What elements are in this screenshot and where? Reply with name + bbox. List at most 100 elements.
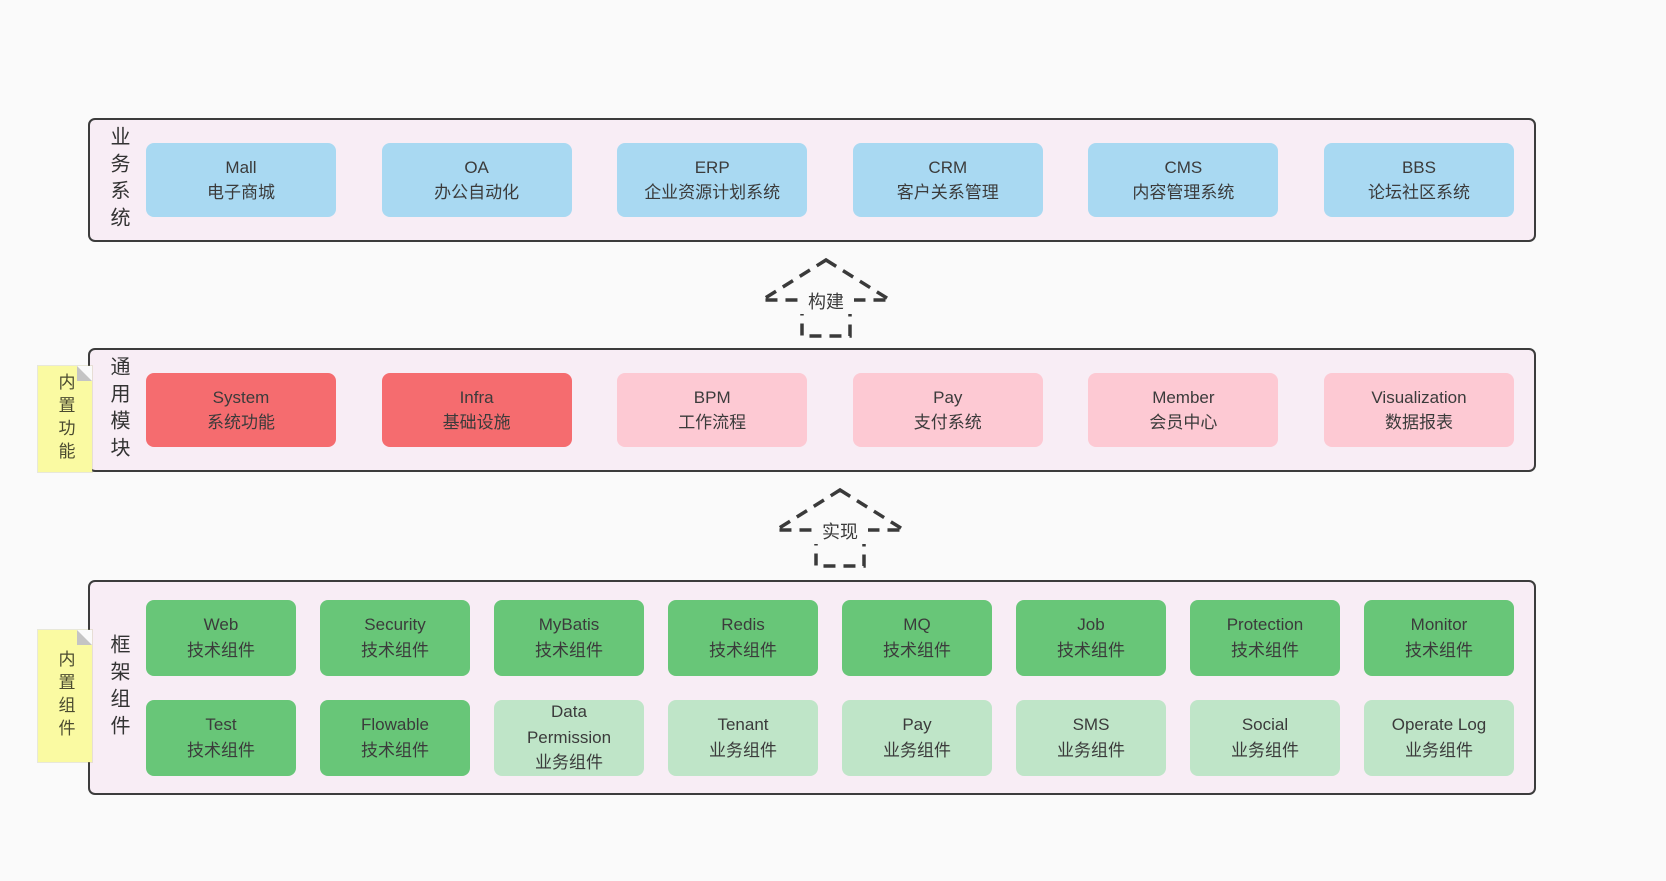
box-job: Job 技术组件: [1016, 599, 1166, 676]
box-bpm: BPM 工作流程: [617, 373, 808, 447]
box-subtitle: 论坛社区系统: [1367, 183, 1470, 202]
box-title: ERP: [694, 157, 730, 177]
box-test: Test 技术组件: [146, 699, 296, 776]
box-title: Pay: [933, 387, 963, 407]
box-subtitle: 会员中心: [1149, 413, 1218, 432]
box-title: CRM: [928, 157, 968, 177]
box-subtitle: 业务组件: [1057, 740, 1125, 760]
layer-modules-title: 通用模块: [107, 356, 129, 464]
box-subtitle: 技术组件: [535, 640, 603, 660]
box-subtitle: 业务组件: [1405, 740, 1473, 760]
box-title: Member: [1152, 387, 1215, 407]
box-subtitle: 技术组件: [1405, 640, 1473, 660]
box-sms: SMS 业务组件: [1016, 699, 1166, 776]
box-title: Protection: [1226, 615, 1304, 634]
box-subtitle: 内容管理系统: [1132, 183, 1235, 202]
build-arrow-icon: 构建: [756, 257, 896, 338]
box-title: Redis: [721, 615, 765, 634]
layer-components-boxes: Web 技术组件 Security 技术组件 MyBatis 技术组件 Redi…: [146, 582, 1534, 793]
box-visualization: Visualization 数据报表: [1323, 373, 1514, 447]
box-subtitle: 业务组件: [709, 740, 777, 760]
box-pay: Pay 支付系统: [852, 373, 1043, 447]
box-subtitle: 技术组件: [1057, 640, 1125, 660]
note-text: 内置功能: [55, 373, 75, 465]
box-title: Social: [1241, 715, 1289, 734]
box-oa: OA 办公自动化: [381, 143, 572, 217]
box-mybatis: MyBatis 技术组件: [494, 599, 644, 676]
box-title: Test: [205, 715, 237, 734]
box-subtitle: 技术组件: [187, 640, 255, 660]
box-subtitle: 基础设施: [442, 413, 511, 432]
box-subtitle: 技术组件: [709, 640, 777, 660]
layer-modules-boxes: System 系统功能 Infra 基础设施 BPM 工作流程 Pay 支付系统…: [146, 350, 1534, 470]
box-subtitle: 工作流程: [678, 413, 747, 432]
box-title: Web: [203, 615, 239, 634]
box-mq: MQ 技术组件: [842, 599, 992, 676]
box-title: BPM: [693, 387, 731, 407]
layer-modules-label-column: 通用模块: [90, 350, 146, 470]
layer-business-systems: 业务系统 Mall 电子商城 OA 办公自动化 ERP 企业资源计划系统 CRM…: [88, 118, 1536, 242]
note-fold-icon: [77, 366, 92, 381]
box-data-permission: Data Permission 业务组件: [494, 699, 644, 776]
box-title: Mall: [225, 157, 257, 177]
box-title: MQ: [903, 615, 931, 634]
note-fold-icon: [77, 630, 92, 645]
box-social: Social 业务组件: [1190, 699, 1340, 776]
box-title: BBS: [1401, 157, 1436, 177]
box-subtitle: 业务组件: [883, 740, 951, 760]
layer-components-title: 框架组件: [107, 633, 129, 742]
box-system: System 系统功能: [146, 373, 336, 447]
box-bbs: BBS 论坛社区系统: [1323, 143, 1514, 217]
note-text: 内置组件: [55, 650, 75, 742]
layer-business-boxes: Mall 电子商城 OA 办公自动化 ERP 企业资源计划系统 CRM 客户关系…: [146, 120, 1534, 240]
box-title: System: [212, 387, 270, 407]
box-title: SMS: [1072, 715, 1110, 734]
box-protection: Protection 技术组件: [1190, 599, 1340, 676]
box-subtitle: 技术组件: [361, 640, 429, 660]
box-subtitle: 办公自动化: [434, 183, 520, 202]
box-crm: CRM 客户关系管理: [852, 143, 1043, 217]
box-infra: Infra 基础设施: [381, 373, 572, 447]
box-cms: CMS 内容管理系统: [1088, 143, 1279, 217]
box-subtitle: 业务组件: [1231, 740, 1299, 760]
box-title: Monitor: [1410, 615, 1468, 634]
box-subtitle: 业务组件: [535, 753, 603, 773]
box-title: OA: [464, 157, 489, 177]
box-flowable: Flowable 技术组件: [320, 699, 470, 776]
box-subtitle: 技术组件: [187, 740, 255, 760]
box-title: CMS: [1164, 157, 1203, 177]
box-subtitle: 数据报表: [1384, 413, 1453, 432]
implement-arrow-label: 实现: [822, 522, 858, 542]
layer-components-label-column: 框架组件: [90, 582, 146, 793]
build-arrow-label: 构建: [808, 292, 844, 312]
box-title: Tenant: [717, 715, 769, 734]
box-title: Data Permission: [526, 702, 612, 747]
layer-framework-components: 框架组件 Web 技术组件 Security 技术组件 MyBatis 技术组件…: [88, 580, 1536, 795]
box-subtitle: 技术组件: [1231, 640, 1299, 660]
box-title: Pay: [902, 715, 932, 734]
box-pay-biz: Pay 业务组件: [842, 699, 992, 776]
box-web: Web 技术组件: [146, 599, 296, 676]
box-operate-log: Operate Log 业务组件: [1364, 699, 1514, 776]
box-erp: ERP 企业资源计划系统: [617, 143, 808, 217]
box-subtitle: 技术组件: [361, 740, 429, 760]
box-title: MyBatis: [538, 615, 600, 634]
box-subtitle: 系统功能: [207, 413, 275, 432]
box-monitor: Monitor 技术组件: [1364, 599, 1514, 676]
box-security: Security 技术组件: [320, 599, 470, 676]
implement-arrow-icon: 实现: [770, 487, 910, 568]
sticky-note-builtin-features: 内置功能: [38, 366, 92, 472]
box-subtitle: 电子商城: [207, 183, 275, 202]
box-subtitle: 技术组件: [883, 640, 951, 660]
box-title: Infra: [459, 387, 494, 407]
box-redis: Redis 技术组件: [668, 599, 818, 676]
box-title: Flowable: [360, 715, 430, 734]
box-title: Visualization: [1371, 387, 1467, 407]
layer-business-label-column: 业务系统: [90, 120, 146, 240]
box-mall: Mall 电子商城: [146, 143, 336, 217]
box-tenant: Tenant 业务组件: [668, 699, 818, 776]
box-title: Job: [1077, 615, 1105, 634]
box-member: Member 会员中心: [1088, 373, 1279, 447]
box-title: Security: [364, 615, 426, 634]
